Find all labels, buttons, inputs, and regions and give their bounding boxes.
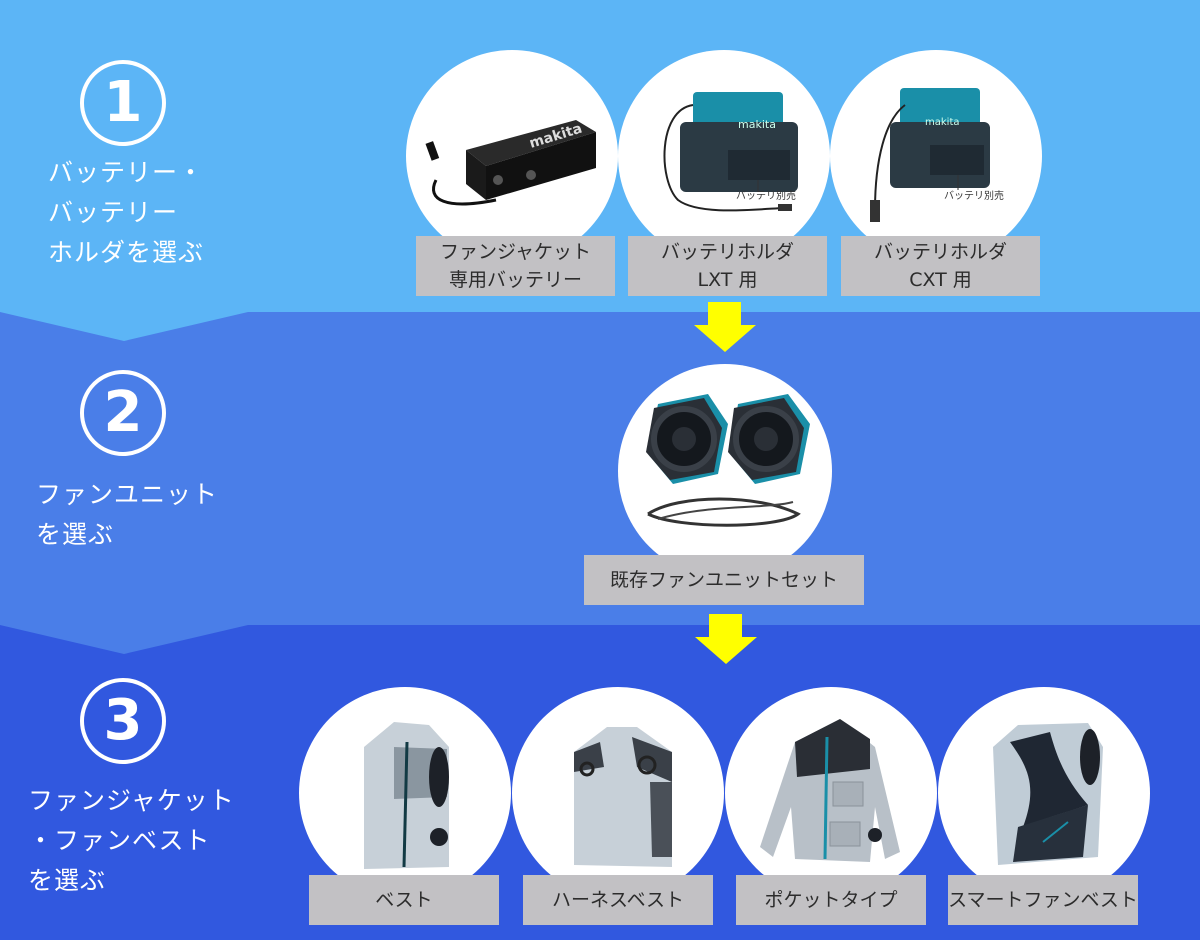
label-line-2: LXT 用 (697, 269, 758, 291)
battery-sold-separately-note: バッテリ別売 (736, 191, 796, 202)
smart-fan-vest-icon (993, 723, 1103, 865)
label-line-1: スマートファンベスト (948, 889, 1138, 911)
product-smart-fan-vest[interactable] (938, 687, 1150, 899)
battery-pack-icon: makita (425, 120, 596, 206)
label-line-1: ポケットタイプ (764, 889, 898, 911)
label-line-1: ファンジャケット (439, 241, 592, 263)
product-vest[interactable] (299, 687, 511, 899)
fan-unit-set-icon (646, 394, 810, 527)
product-label-pocket-jacket: ポケットタイプ (736, 875, 926, 925)
step-3-section: 3 ファンジャケット ・ファンベスト を選ぶ ベスト ハーネスベスト (0, 625, 1200, 940)
label-line-1: バッテリホルダ (660, 241, 794, 263)
label-line-1: ベスト (375, 889, 433, 911)
step-3-title: ファンジャケット ・ファンベスト を選ぶ (28, 786, 235, 895)
product-battery-pack[interactable]: makita (406, 50, 618, 262)
vest-icon (364, 722, 449, 869)
down-arrow-icon (694, 302, 756, 352)
pocket-jacket-icon (760, 719, 900, 862)
down-arrow-icon (695, 614, 757, 664)
product-label-harness-vest: ハーネスベスト (523, 875, 713, 925)
product-battery-holder-cxt[interactable]: makita バッテリ別売 (830, 50, 1042, 262)
product-harness-vest[interactable] (512, 687, 724, 899)
step-2-number: 2 (80, 370, 166, 456)
battery-holder-cxt-icon: makita (870, 88, 990, 222)
step-1-number: 1 (80, 60, 166, 146)
battery-sold-separately-note: バッテリ別売 (944, 191, 1004, 202)
product-battery-holder-lxt[interactable]: makita バッテリ別売 (618, 50, 830, 262)
step-2-section: 2 ファンユニット を選ぶ 既存ファンユニットセット (0, 312, 1200, 664)
product-pocket-jacket[interactable] (725, 687, 937, 899)
svg-text:makita: makita (738, 118, 776, 131)
product-fan-unit-set[interactable] (618, 364, 832, 578)
step-1-title: バッテリー・ バッテリー ホルダを選ぶ (48, 158, 205, 267)
battery-holder-lxt-icon: makita (663, 92, 798, 212)
label-line-2: 専用バッテリー (448, 269, 582, 291)
product-label-battery-holder-cxt: バッテリホルダ CXT 用 (841, 236, 1040, 296)
step-2-title: ファンユニット を選ぶ (36, 480, 219, 549)
label-line-1: ハーネスベスト (551, 889, 685, 911)
product-label-smart-fan-vest: スマートファンベスト (948, 875, 1138, 925)
svg-text:makita: makita (925, 117, 960, 128)
product-label-battery-pack: ファンジャケット 専用バッテリー (416, 236, 615, 296)
product-label-vest: ベスト (309, 875, 499, 925)
label-line-1: 既存ファンユニットセット (609, 569, 838, 591)
harness-vest-icon (574, 727, 672, 867)
product-label-battery-holder-lxt: バッテリホルダ LXT 用 (628, 236, 827, 296)
label-line-2: CXT 用 (909, 269, 972, 291)
product-label-fan-unit-set: 既存ファンユニットセット (584, 555, 864, 605)
label-line-1: バッテリホルダ (873, 241, 1007, 263)
step-3-number: 3 (80, 678, 166, 764)
step-1-section: 1 バッテリー・ バッテリー ホルダを選ぶ makita ファンジャケット 専用… (0, 0, 1200, 352)
